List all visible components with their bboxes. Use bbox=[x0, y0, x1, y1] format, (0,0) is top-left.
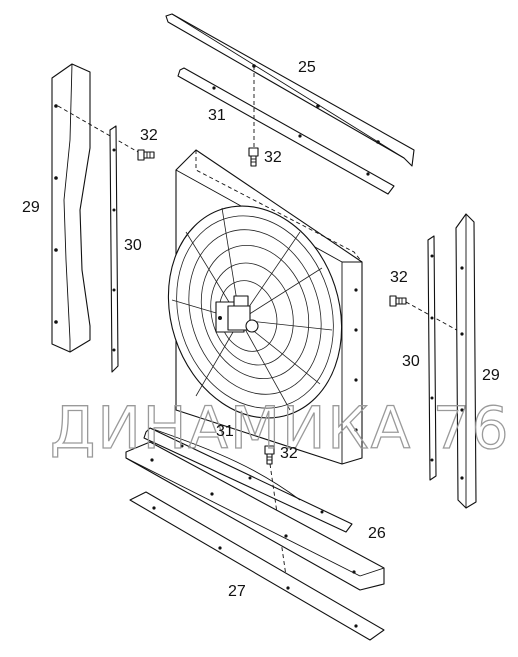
part-30-left-strip bbox=[109, 125, 119, 373]
label-29-right: 29 bbox=[482, 367, 500, 384]
bolt-32-right bbox=[389, 295, 407, 307]
label-27: 27 bbox=[228, 583, 246, 600]
part-31-bottom-strip bbox=[143, 427, 353, 533]
watermark-text: ДИНАМИКА 76 bbox=[50, 394, 511, 462]
part-26-bottom-angle bbox=[125, 441, 385, 591]
part-25-top-strip bbox=[165, 13, 415, 167]
part-29-left-profile bbox=[51, 63, 91, 353]
label-25: 25 bbox=[298, 59, 316, 76]
label-31-top: 31 bbox=[208, 107, 226, 124]
part-31-top-strip bbox=[177, 67, 395, 195]
label-31-bottom: 31 bbox=[216, 423, 234, 440]
part-30-right-strip bbox=[427, 235, 437, 481]
fan-guard-grille bbox=[167, 205, 343, 419]
label-32-right: 32 bbox=[390, 269, 408, 286]
fan-motor-hub bbox=[215, 295, 259, 333]
label-30-left: 30 bbox=[124, 237, 142, 254]
label-32-bottom: 32 bbox=[280, 445, 298, 462]
label-29-left: 29 bbox=[22, 199, 40, 216]
part-27-bottom-strip bbox=[129, 491, 385, 641]
label-32-left: 32 bbox=[140, 127, 158, 144]
label-32-top: 32 bbox=[264, 149, 282, 166]
label-30-right: 30 bbox=[402, 353, 420, 370]
part-29-right-profile bbox=[455, 213, 477, 509]
label-26: 26 bbox=[368, 525, 386, 542]
bolt-32-left bbox=[137, 149, 155, 161]
bolt-32-top bbox=[248, 147, 259, 167]
bolt-32-bottom bbox=[264, 445, 275, 465]
axis-line-left bbox=[57, 105, 139, 153]
